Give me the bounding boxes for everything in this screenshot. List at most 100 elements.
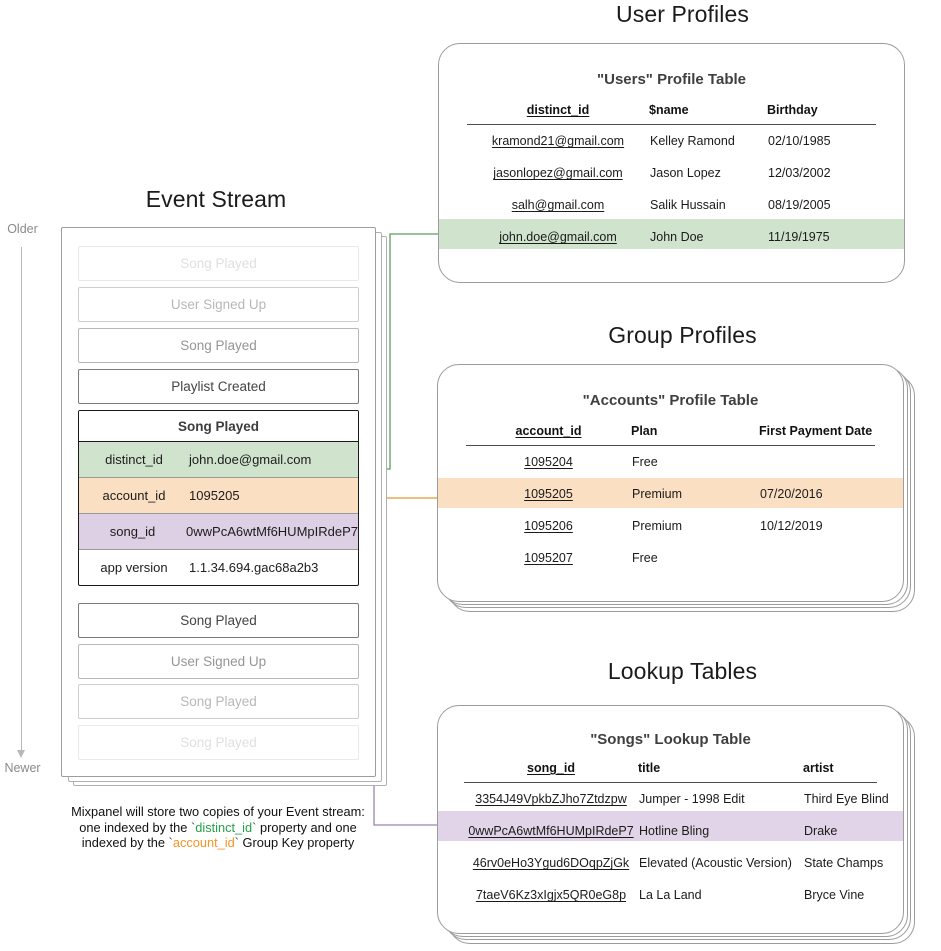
table-row-highlighted[interactable]: john.doe@gmail.com John Doe 11/19/1975 <box>467 221 877 253</box>
event-row[interactable]: Song Played <box>78 328 359 363</box>
accounts-profile-card: "Accounts" Profile Table account_id Plan… <box>437 364 904 602</box>
cell-song-id: 7taeV6Kz3xIgjx5QR0eG8p <box>475 888 627 903</box>
timeline-arrow-icon <box>17 750 25 758</box>
user-profiles-section-title: User Profiles <box>616 1 749 27</box>
accounts-col-account-id: account_id <box>515 424 582 438</box>
caption-line-2: one indexed by the `distinct_id` propert… <box>38 820 398 836</box>
expanded-event-card[interactable]: Song Played distinct_id john.doe@gmail.c… <box>78 410 359 586</box>
event-row[interactable]: Song Played <box>78 246 359 281</box>
event-property-value: 1.1.34.694.gac68a2b3 <box>189 560 319 575</box>
cell-account-id: 1095206 <box>524 519 573 534</box>
table-row[interactable]: 1095204 Free <box>466 446 876 478</box>
event-row[interactable]: User Signed Up <box>78 287 359 322</box>
table-row[interactable]: 1095207 Free <box>466 542 876 574</box>
accounts-table-header-row: account_id Plan First Payment Date <box>466 424 876 445</box>
backtick-open-icon: ` <box>190 819 196 835</box>
caption-line-3-suffix: Group Key property <box>239 835 355 850</box>
cell-distinct-id: kramond21@gmail.com <box>491 134 625 149</box>
caption-line-2-prefix: one indexed by the <box>79 819 191 835</box>
songs-table-body: 3354J49VpkbZJho7Ztdzpw Jumper - 1998 Edi… <box>464 783 903 911</box>
table-row[interactable]: jasonlopez@gmail.com Jason Lopez 12/03/2… <box>467 157 877 189</box>
table-row-highlighted[interactable]: 0wwPcA6wtMf6HUMpIRdeP7 Hotline Bling Dra… <box>464 815 903 847</box>
songs-table: song_id title artist <box>464 761 903 782</box>
table-row[interactable]: 1095206 Premium 10/12/2019 <box>466 510 876 542</box>
event-row-label: User Signed Up <box>170 297 267 312</box>
event-row-label: Song Played <box>180 735 257 750</box>
table-row[interactable]: kramond21@gmail.com Kelley Ramond 02/10/… <box>467 125 877 157</box>
cell-plan: Free <box>632 455 658 470</box>
users-table: distinct_id $name Birthday <box>467 103 877 124</box>
event-stream-title: Event Stream <box>145 186 287 212</box>
cell-first-payment-date <box>759 446 876 478</box>
event-property-app-version: app version 1.1.34.694.gac68a2b3 <box>79 550 358 585</box>
event-property-key: distinct_id <box>105 452 163 467</box>
event-property-distinct-id: distinct_id john.doe@gmail.com <box>79 442 358 478</box>
accounts-col-first-payment-date: First Payment Date <box>759 424 873 438</box>
caption-line-3-prefix: indexed by the <box>81 835 169 850</box>
event-property-key: song_id <box>109 524 156 539</box>
table-row-highlighted[interactable]: 1095205 Premium 07/20/2016 <box>466 478 876 510</box>
accounts-table-body: 1095204 Free 1095205 Premium 07/20/2016 … <box>466 446 876 574</box>
users-highlight-band <box>439 219 904 249</box>
event-property-account-id: account_id 1095205 <box>79 478 358 514</box>
users-col-name: $name <box>649 103 689 117</box>
cell-artist: Third Eye Blind <box>804 792 889 807</box>
event-row-label: Song Played <box>180 256 257 271</box>
timeline-line <box>21 247 22 752</box>
cell-distinct-id: salh@gmail.com <box>511 198 605 213</box>
cell-title: Hotline Bling <box>639 824 710 839</box>
event-property-value: 1095205 <box>189 488 240 503</box>
event-row[interactable]: User Signed Up <box>78 644 359 679</box>
cell-plan: Premium <box>632 487 683 502</box>
users-table-header-row: distinct_id $name Birthday <box>467 103 877 124</box>
event-row-label: User Signed Up <box>170 654 267 669</box>
caption-line-3: indexed by the `account_id` Group Key pr… <box>38 835 398 851</box>
event-row[interactable]: Song Played <box>78 603 359 638</box>
users-col-birthday: Birthday <box>767 103 818 117</box>
cell-plan: Free <box>632 551 658 566</box>
event-row-label: Song Played <box>180 613 257 628</box>
group-profiles-section-title: Group Profiles <box>608 322 757 348</box>
caption-line-2-suffix: property and one <box>256 819 357 835</box>
accounts-table: account_id Plan First Payment Date <box>466 424 876 445</box>
backtick-close-icon: ` <box>234 835 239 850</box>
cell-name: Kelley Ramond <box>650 134 735 149</box>
event-property-key: app version <box>100 560 168 575</box>
cell-song-id: 3354J49VpkbZJho7Ztdzpw <box>475 792 627 807</box>
cell-distinct-id: jasonlopez@gmail.com <box>493 166 623 181</box>
caption-token-account-id: account_id <box>172 835 235 850</box>
songs-table-header-row: song_id title artist <box>464 761 903 782</box>
event-row[interactable]: Song Played <box>78 684 359 719</box>
cell-first-payment-date: 10/12/2019 <box>760 519 823 534</box>
event-property-key: account_id <box>102 488 166 503</box>
songs-highlight-band <box>438 811 903 841</box>
table-row[interactable]: 7taeV6Kz3xIgjx5QR0eG8p La La Land Bryce … <box>464 879 903 911</box>
songs-col-song-id: song_id <box>527 761 575 775</box>
accounts-col-plan: Plan <box>631 424 658 438</box>
event-row[interactable]: Playlist Created <box>78 369 359 404</box>
cell-account-id: 1095205 <box>524 487 573 502</box>
users-table-title: "Users" Profile Table <box>597 71 746 88</box>
table-row[interactable]: salh@gmail.com Salik Hussain 08/19/2005 <box>467 189 877 221</box>
accounts-table-title: "Accounts" Profile Table <box>582 392 759 409</box>
cell-title: Elevated (Acoustic Version) <box>639 856 792 871</box>
table-row[interactable]: 3354J49VpkbZJho7Ztdzpw Jumper - 1998 Edi… <box>464 783 903 815</box>
event-stream-card: Song Played User Signed Up Song Played P… <box>61 227 376 777</box>
users-profile-card: "Users" Profile Table distinct_id $name … <box>438 43 905 283</box>
cell-artist: State Champs <box>804 856 884 871</box>
caption: Mixpanel will store two copies of your E… <box>38 804 398 851</box>
event-row[interactable]: Song Played <box>78 725 359 760</box>
event-property-value: john.doe@gmail.com <box>189 452 312 467</box>
event-row-label: Playlist Created <box>171 379 266 394</box>
cell-first-payment-date <box>759 542 876 574</box>
cell-birthday: 12/03/2002 <box>768 166 831 181</box>
cell-song-id: 0wwPcA6wtMf6HUMpIRdeP7 <box>468 824 634 839</box>
cell-title: Jumper - 1998 Edit <box>639 792 745 807</box>
timeline-older-label: Older <box>7 222 38 236</box>
cell-distinct-id: john.doe@gmail.com <box>499 230 617 245</box>
cell-name: Salik Hussain <box>650 198 726 213</box>
accounts-highlight-band <box>438 478 903 508</box>
songs-table-title: "Songs" Lookup Table <box>590 731 751 748</box>
table-row[interactable]: 46rv0eHo3Ygud6DOqpZjGk Elevated (Acousti… <box>464 847 903 879</box>
